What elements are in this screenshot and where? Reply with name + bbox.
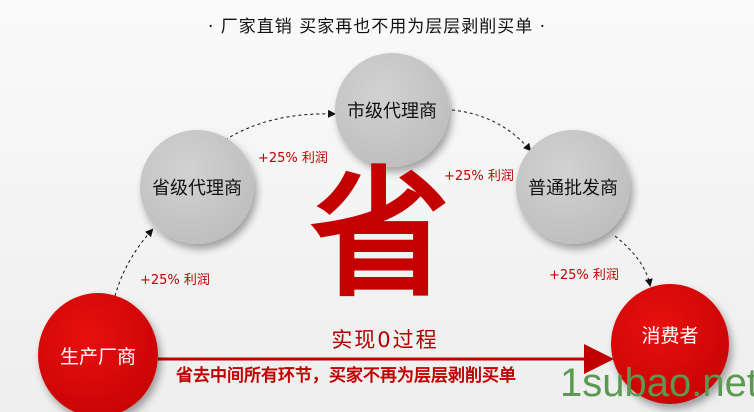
save-character: 省 — [309, 160, 450, 310]
arrow-wholesaler-to-consumer — [614, 235, 653, 287]
node-consumer: 消费者 — [611, 284, 729, 404]
node-label: 生产厂商 — [59, 345, 136, 368]
node-label: 市级代理商 — [347, 101, 437, 122]
node-provincial-agent: 省级代理商 — [140, 130, 254, 244]
node-label: 省级代理商 — [152, 178, 242, 199]
node-label: 普通批发商 — [528, 178, 618, 199]
headline: · 厂家直销 买家再也不用为层层剥削买单 · — [207, 17, 547, 37]
arrow-city-to-wholesaler — [451, 109, 532, 152]
profit-label: +25% 利润 — [549, 268, 619, 283]
arrow-provincial-to-city — [224, 109, 336, 141]
bottom-slogan: 省去中间所有环节，买家不再为层层剥削买单 — [176, 366, 516, 386]
profit-label: +25% 利润 — [444, 169, 514, 184]
watermark: 1subao.net — [560, 361, 754, 405]
profit-label: +25% 利润 — [258, 151, 328, 166]
subtitle: 实现0过程 — [331, 328, 439, 352]
node-label: 消费者 — [641, 325, 699, 347]
node-manufacturer: 生产厂商 — [38, 293, 158, 412]
node-wholesaler: 普通批发商 — [516, 130, 630, 244]
node-city-agent: 市级代理商 — [335, 53, 449, 167]
arrow-manufacturer-to-provincial — [114, 228, 154, 297]
profit-label: +25% 利润 — [140, 273, 210, 288]
